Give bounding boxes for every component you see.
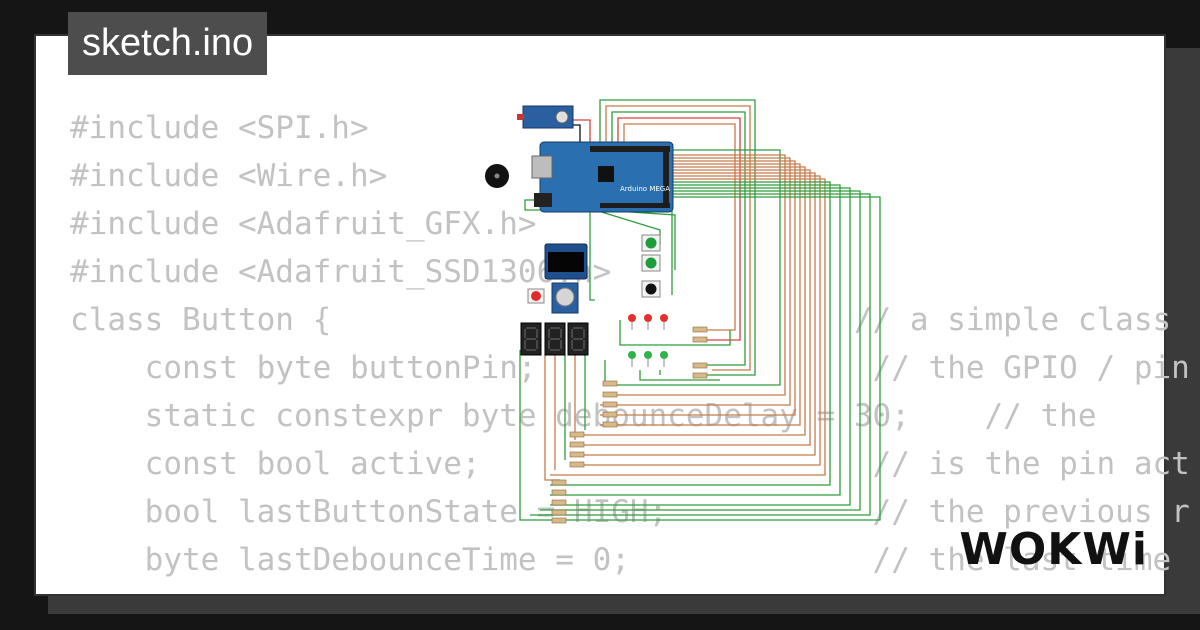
rotary-encoder <box>551 282 579 314</box>
file-tab[interactable]: sketch.ino <box>68 12 268 75</box>
oled-display <box>544 243 588 280</box>
red-leds <box>628 314 668 330</box>
wires <box>519 99 881 521</box>
resistors <box>551 326 708 524</box>
code-line: #include <Wire.h> <box>70 158 388 194</box>
seven-segment-displays <box>520 322 589 356</box>
wokwi-logo: WOKWi <box>959 524 1148 575</box>
sensor-module <box>517 105 574 129</box>
buzzer-icon <box>485 164 509 188</box>
code-editor: #include <SPI.h> #include <Wire.h> #includ… <box>70 104 1190 584</box>
code-line: byte lastDebounceTime = 0; // the last t… <box>70 542 1172 578</box>
code-line: bool lastButtonState = HIGH; // the prev… <box>70 494 1190 530</box>
code-line: static constexpr byte debounceDelay = 30… <box>70 398 1097 434</box>
code-line: const bool active; // is the pin act <box>70 446 1190 482</box>
code-line: #include <Adafruit_GFX.h> <box>70 206 537 242</box>
arduino-mega-board: Arduino MEGA <box>531 141 674 213</box>
red-pushbutton <box>527 288 545 304</box>
code-line: const byte buttonPin; // the GPIO / pin <box>70 350 1190 386</box>
code-line: #include <SPI.h> <box>70 110 369 146</box>
pushbuttons <box>641 234 661 298</box>
board-label: Arduino MEGA <box>620 185 670 193</box>
green-leds <box>628 351 668 367</box>
code-line: class Button { // a simple class <box>70 302 1172 338</box>
